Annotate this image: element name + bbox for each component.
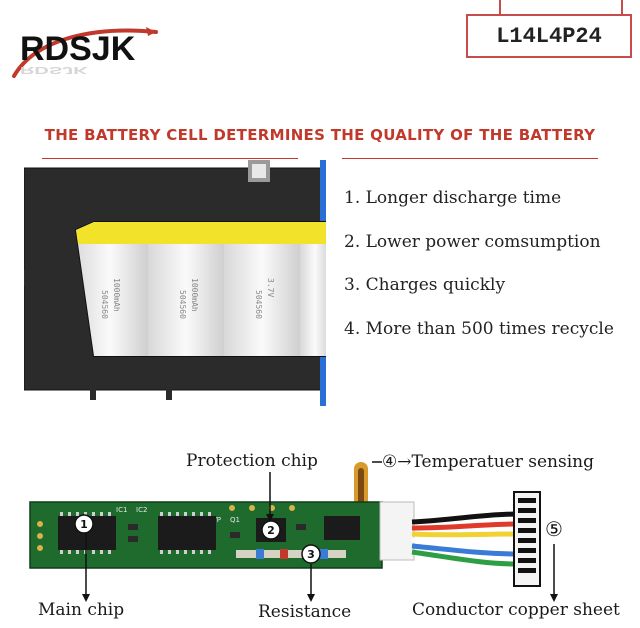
temperature-marker: ④: [382, 452, 398, 472]
headline-underline-right: [342, 158, 598, 159]
conductor-copper-sheet-label: Conductor copper sheet: [412, 600, 620, 620]
cell-model-text: 504560: [254, 290, 263, 319]
cell-voltage-text: 3.7V: [266, 278, 275, 297]
brand-name: RDSJK: [20, 30, 136, 68]
connector-marker: ⑤: [545, 517, 563, 541]
brand-logo: RDSJK RDSJK: [12, 27, 158, 78]
battery-cell: [300, 222, 326, 356]
cell-model-text: 504560: [178, 290, 187, 319]
circuit-board: IC1 IC2 VP Q1: [29, 501, 415, 569]
badge-2: 2: [261, 520, 281, 540]
feature-item: 3. Charges quickly: [344, 275, 506, 295]
badge-1: 1: [74, 514, 94, 534]
badge-2-text: 2: [267, 524, 275, 537]
battery-cell-photo: 504560 1000mAh 504560 1000mAh 504560 3.7…: [24, 160, 326, 406]
wire-harness: [411, 511, 519, 567]
badge-1-text: 1: [80, 518, 88, 531]
battery-connector-plug: [513, 491, 541, 587]
badge-5: ⑤: [545, 517, 563, 541]
battery-cell: 504560 1000mAh: [148, 222, 224, 356]
cell-capacity-text: 1000mAh: [190, 278, 199, 312]
model-number-badge: L14L4P24: [466, 14, 632, 58]
feature-list: 1. Longer discharge time 2. Lower power …: [344, 188, 614, 362]
brand-name-reflection: RDSJK: [20, 64, 88, 75]
silk-vp: VP: [212, 516, 221, 524]
protection-chip: [256, 516, 360, 542]
temperature-sensing-label: ④→Temperatuer sensing: [382, 452, 594, 472]
model-number: L14L4P24: [496, 23, 602, 49]
silk-ic1: IC1: [116, 506, 127, 514]
cell-capacity-text: 1000mAh: [112, 278, 121, 312]
resistance-label: Resistance: [258, 602, 352, 622]
feature-item: 4. More than 500 times recycle: [344, 318, 614, 339]
badge-3: 3: [301, 544, 321, 564]
headline-underline-left: [42, 158, 298, 159]
feature-item: 2. Lower power comsumption: [344, 231, 601, 252]
resistor-strip: [236, 549, 346, 559]
feature-item: 1. Longer discharge time: [344, 188, 562, 208]
protection-chip-label: Protection chip: [186, 451, 318, 471]
headline: THE BATTERY CELL DETERMINES THE QUALITY …: [44, 126, 596, 144]
badge-3-text: 3: [307, 548, 315, 561]
temperature-text: →Temperatuer sensing: [397, 452, 594, 472]
main-chip-label: Main chip: [38, 600, 125, 620]
cell-model-text: 504560: [100, 290, 109, 319]
model-callout-lines: [499, 0, 623, 16]
pcb-diagram: IC1 IC2 VP Q1: [29, 461, 563, 602]
battery-cell: 504560 3.7V: [224, 222, 300, 356]
temperature-sensor: [354, 462, 368, 510]
silk-ic2: IC2: [136, 506, 147, 514]
silk-q1: Q1: [230, 516, 240, 524]
secondary-chip: [158, 512, 216, 554]
leader-lines: [85, 461, 555, 600]
